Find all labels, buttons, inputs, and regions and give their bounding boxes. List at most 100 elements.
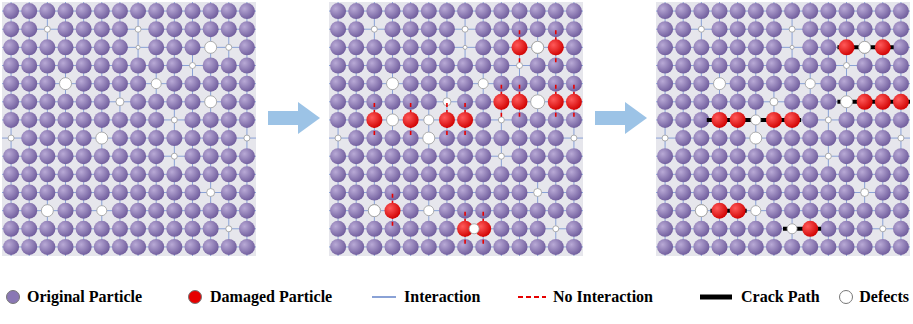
original-particle [566,148,582,164]
original-particle [693,58,709,74]
original-particle [457,185,473,201]
original-particle [166,94,182,110]
original-particle [766,221,782,237]
original-particle [493,39,509,55]
defect [695,205,707,217]
original-particle [348,130,364,146]
original-particle [657,239,673,255]
original-particle [76,21,92,37]
original-particle [130,130,146,146]
defect [844,63,850,69]
original-particle [784,185,800,201]
original-particle [566,3,582,19]
legend-text: Defects [859,287,909,307]
process-arrow [595,102,647,134]
original-particle [76,39,92,55]
original-particle [766,130,782,146]
legend-line-sample [518,287,546,307]
original-particle [403,203,419,219]
original-particle [820,221,836,237]
original-particle [39,130,55,146]
defect [859,41,871,53]
original-particle [875,21,891,37]
original-particle [730,130,746,146]
original-particle [21,76,37,92]
original-particle [348,39,364,55]
original-particle [675,185,691,201]
original-particle [21,58,37,74]
original-particle [348,185,364,201]
defect [190,63,196,69]
original-particle [112,39,128,55]
original-particle [130,203,146,219]
original-particle [421,94,437,110]
original-particle [21,148,37,164]
defect [698,26,704,32]
original-particle [512,203,528,219]
original-particle [820,185,836,201]
original-particle [348,166,364,182]
original-particle [820,76,836,92]
original-particle [475,112,491,128]
original-particle [185,112,201,128]
original-particle [493,203,509,219]
original-particle [748,221,764,237]
original-particle [94,221,110,237]
original-particle [239,3,255,19]
original-particle [58,203,74,219]
defect [571,135,577,141]
original-particle [94,148,110,164]
original-particle [3,21,19,37]
original-particle [748,166,764,182]
original-particle [130,221,146,237]
original-particle [548,185,564,201]
original-particle [748,239,764,255]
original-particle [239,148,255,164]
original-particle [112,21,128,37]
original-particle [530,76,546,92]
original-particle [221,148,237,164]
defect [789,26,795,32]
defect [553,226,559,232]
defect [463,45,467,49]
original-particle [748,21,764,37]
damaged-particle [548,94,564,110]
damaged-particle [566,94,582,110]
original-particle [21,239,37,255]
original-particle [802,130,818,146]
original-particle [221,166,237,182]
original-particle [675,239,691,255]
original-particle [148,39,164,55]
damaged-particle [730,203,746,219]
lattice-ground [656,2,910,256]
original-particle [730,76,746,92]
original-particle [348,221,364,237]
original-particle [403,148,419,164]
original-particle [39,76,55,92]
original-particle [112,58,128,74]
original-particle [3,39,19,55]
original-particle [385,21,401,37]
damaged-particle [512,39,528,55]
original-particle [530,148,546,164]
original-particle [784,130,800,146]
original-particle [366,76,382,92]
original-particle [21,39,37,55]
original-particle [130,239,146,255]
defect [136,45,140,49]
original-particle [21,3,37,19]
original-particle [58,130,74,146]
original-particle [730,3,746,19]
original-particle [166,239,182,255]
original-particle [39,239,55,255]
original-particle [330,166,346,182]
original-particle [820,39,836,55]
original-particle [693,130,709,146]
original-particle [693,148,709,164]
original-particle [657,148,673,164]
original-particle [730,58,746,74]
original-particle [366,239,382,255]
defect [534,189,542,197]
original-particle [875,76,891,92]
original-particle [403,58,419,74]
